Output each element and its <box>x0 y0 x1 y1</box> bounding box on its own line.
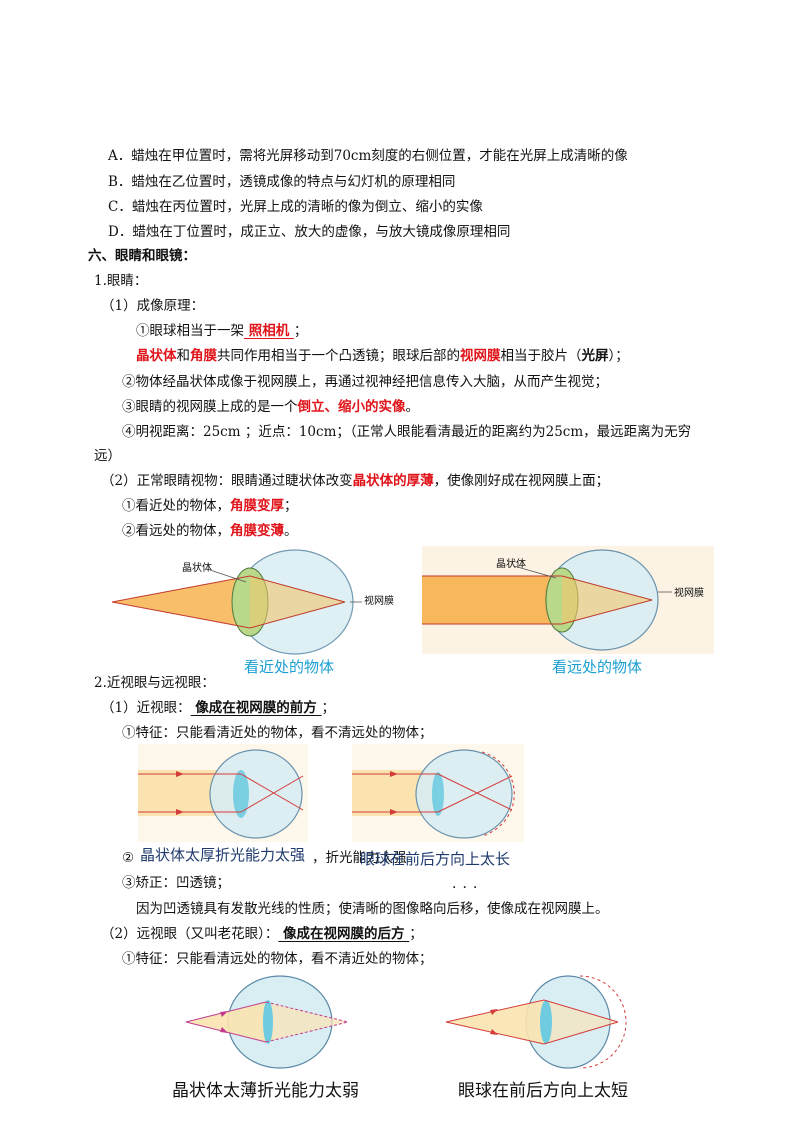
myopia-reason: 因为凹透镜具有发散光线的性质；使清晰的图像略向后移，使像成在视网膜上。 <box>136 901 609 917</box>
eye-near-figure <box>111 549 362 655</box>
myopia-heading: 2.近视眼与远视眼： <box>94 675 215 691</box>
option-c: C．蜡烛在丙位置时，光屏上成的清晰的像为倒立、缩小的实像 <box>108 199 483 215</box>
lens-line: 晶状体和角膜共同作用相当于一个凸透镜；眼球后部的视网膜相当于胶片（光屏）； <box>136 348 629 364</box>
hyperopia-keyword: 像成在视网膜的后方 <box>278 926 410 942</box>
near-lens-label: 晶状体 <box>182 563 212 574</box>
option-d: D．蜡烛在丁位置时，成正立、放大的虚像，与放大镜成像原理相同 <box>108 224 511 240</box>
eye-far-figure <box>422 546 714 654</box>
distance-line-cont: 远） <box>94 448 121 464</box>
myopia-fix: ③矫正：凹透镜； <box>122 875 230 891</box>
hyperopia-caption-thin: 晶状体太薄折光能力太弱 <box>172 1081 359 1101</box>
myopia-feature: ①特征：只能看清近处的物体，看不清远处的物体； <box>122 725 433 741</box>
myopia-cause-line: ② <box>122 850 135 866</box>
normal-vision-line: （2）正常眼睛视物：眼睛通过睫状体改变晶状体的厚薄，使像刚好成在视网膜上面； <box>101 473 610 489</box>
option-b: B．蜡烛在乙位置时，透镜成像的特点与幻灯机的原理相同 <box>108 174 456 190</box>
far-object-line: ②看远处的物体，角膜变薄。 <box>122 523 298 539</box>
vision-line: ②物体经晶状体成像于视网膜上，再通过视神经把信息传入大脑，从而产生视觉； <box>122 374 608 390</box>
far-retina-label: 视网膜 <box>674 588 704 599</box>
option-a: A．蜡烛在甲位置时，需将光屏移动到70cm刻度的右侧位置，才能在光屏上成清晰的像 <box>108 148 628 164</box>
section-title: 六、眼睛和眼镜： <box>88 248 196 264</box>
hyperopia-thin-lens-figure <box>185 975 349 1069</box>
principle-heading: （1）成像原理： <box>101 298 205 314</box>
near-retina-label: 视网膜 <box>364 596 394 607</box>
camera-keyword: 照相机 <box>244 323 294 339</box>
myopia-thick-lens-figure <box>138 744 308 842</box>
far-caption: 看远处的物体 <box>552 658 643 676</box>
myopia-keyword: 像成在视网膜的前方 <box>190 700 322 716</box>
myopia-caption-long: 眼球在前后方向上太长 <box>360 850 511 868</box>
image-type-line: ③眼睛的视网膜上成的是一个倒立、缩小的实像。 <box>122 399 419 415</box>
myopia-line: （1）近视眼： 像成在视网膜的前方 ； <box>101 700 335 716</box>
myopia-long-eye-figure <box>352 744 524 842</box>
hyperopia-feature: ①特征：只能看清远处的物体，看不清近处的物体； <box>122 951 433 967</box>
hyperopia-caption-short: 眼球在前后方向上太短 <box>458 1081 628 1101</box>
eye-heading: 1.眼睛： <box>94 273 148 289</box>
camera-line: ①眼球相当于一架 照相机 ； <box>136 323 308 339</box>
myopia-cause-mid: ，折光能力太强 <box>312 850 407 866</box>
near-caption: 看近处的物体 <box>244 658 335 676</box>
near-object-line: ①看近处的物体，角膜变厚； <box>122 498 298 514</box>
myopia-caption-thick: 晶状体太厚折光能力太强 <box>140 846 306 864</box>
emphasis-dots: ··· <box>452 880 484 896</box>
hyperopia-short-eye-figure <box>440 970 630 1074</box>
hyperopia-line: （2）远视眼（又叫老花眼）： 像成在视网膜的后方 ； <box>101 926 423 942</box>
far-lens-label: 晶状体 <box>496 559 526 570</box>
distance-line: ④明视距离：25cm ；近点：10cm；（正常人眼能看清最近的距离约为25cm，… <box>122 424 692 440</box>
